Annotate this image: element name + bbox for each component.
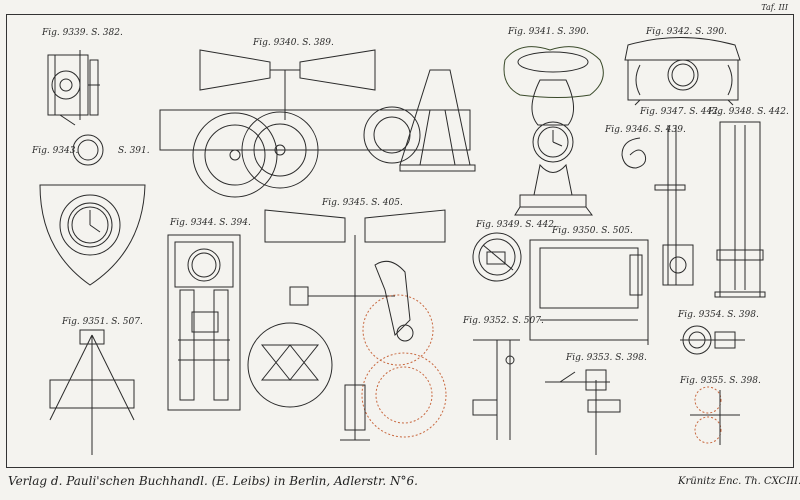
fig-9349-label: Fig. 9349. S. 442. <box>476 220 557 230</box>
fig-9345-mechanism <box>247 209 447 441</box>
fig-9341-vase-clock <box>503 46 604 216</box>
fig-9340-machine <box>159 49 476 198</box>
fig-9352-clamp <box>472 339 520 440</box>
fig-9354-label: Fig. 9354. S. 398. <box>678 310 759 320</box>
fig-9342-mantel-clock <box>624 37 741 106</box>
fig-9342-label: Fig. 9342. S. 390. <box>646 27 727 37</box>
fig-9344-label: Fig. 9344. S. 394. <box>170 218 251 228</box>
fig-9347-rod <box>654 125 694 286</box>
fig-9343-shield-clock <box>39 134 146 286</box>
publisher-imprint: Verlag d. Pauli'schen Buchhandl. (E. Lei… <box>8 474 418 488</box>
fig-9339-mechanism <box>47 50 100 126</box>
fig-9352-label: Fig. 9352. S. 507. <box>463 316 544 326</box>
fig-9346-spiral <box>621 137 647 169</box>
plate-number: Taf. III <box>761 3 788 12</box>
fig-9353-lever <box>545 369 621 455</box>
fig-9349-round-detail <box>472 232 522 282</box>
fig-9344-frame-clock <box>167 234 241 411</box>
fig-9340-label: Fig. 9340. S. 389. <box>253 38 334 48</box>
fig-9353-label: Fig. 9353. S. 398. <box>566 353 647 363</box>
fig-9346-label: Fig. 9346. S. 439. <box>605 125 686 135</box>
fig-9350-label: Fig. 9350. S. 505. <box>552 226 633 236</box>
fig-9343-label: Fig. 9343. <box>32 146 79 156</box>
series-reference: Krünitz Enc. Th. CXCIII. <box>678 476 800 487</box>
fig-9355-double-wheel <box>690 386 740 445</box>
fig-9355-label: Fig. 9355. S. 398. <box>680 376 761 386</box>
fig-9348-scale <box>714 121 766 298</box>
fig-9341-label: Fig. 9341. S. 390. <box>508 27 589 37</box>
fig-9345-label: Fig. 9345. S. 405. <box>322 198 403 208</box>
fig-9343-page-label: S. 391. <box>118 146 150 156</box>
fig-9351-label: Fig. 9351. S. 507. <box>62 317 143 327</box>
fig-9351-stand <box>49 329 135 455</box>
fig-9354-wheel-clamp <box>680 325 745 355</box>
fig-9347-label: Fig. 9347. S. 442. <box>640 107 721 117</box>
plate-border <box>6 14 794 468</box>
fig-9350-frame <box>529 239 649 345</box>
fig-9348-label: Fig. 9348. S. 442. <box>708 107 789 117</box>
fig-9339-label: Fig. 9339. S. 382. <box>42 28 123 38</box>
